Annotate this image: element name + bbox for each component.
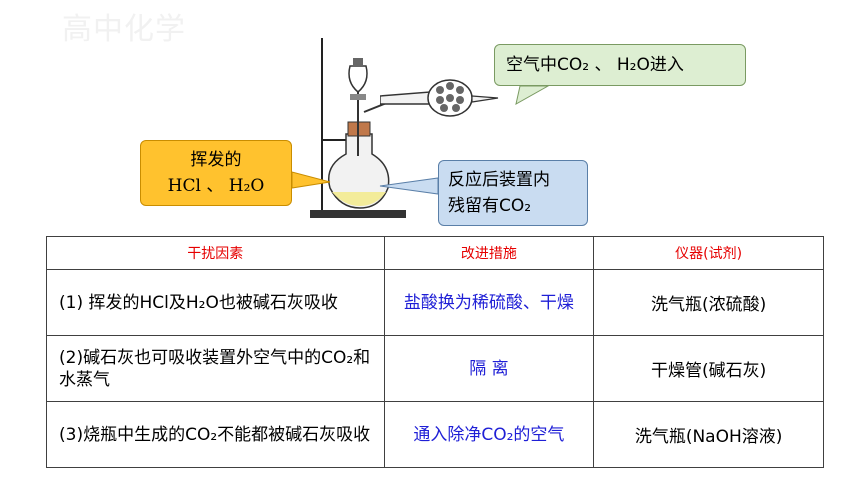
separatory-funnel bbox=[348, 58, 368, 156]
table-header-row: 干扰因素 改进措施 仪器(试剂) bbox=[46, 236, 824, 270]
table-row: (3)烧瓶中生成的CO₂不能都被碱石灰吸收 通入除净CO₂的空气 洗气瓶(NaO… bbox=[46, 401, 824, 468]
callout-volatile-line2: HCl 、 H₂O bbox=[167, 176, 265, 196]
callout-air-entry-text: 空气中CO₂ 、 H₂O进入 bbox=[506, 55, 684, 75]
row-measure: 隔 离 bbox=[383, 335, 595, 402]
row-instrument: 洗气瓶(NaOH溶液) bbox=[593, 401, 824, 468]
callout-air-entry: 空气中CO₂ 、 H₂O进入 bbox=[494, 44, 746, 86]
header-factor: 干扰因素 bbox=[46, 236, 385, 270]
row-factor: (1) 挥发的HCl及H₂O也被碱石灰吸收 bbox=[46, 269, 385, 336]
row-factor: (2)碱石灰也可吸收装置外空气中的CO₂和水蒸气 bbox=[46, 335, 385, 402]
watermark: 高中化学 bbox=[62, 12, 186, 47]
table-row: (2)碱石灰也可吸收装置外空气中的CO₂和水蒸气 隔 离 干燥管(碱石灰) bbox=[46, 335, 824, 402]
row-measure: 通入除净CO₂的空气 bbox=[383, 401, 595, 468]
row-instrument: 洗气瓶(浓硫酸) bbox=[593, 269, 824, 336]
round-bottom-flask bbox=[328, 121, 390, 209]
table-row: (1) 挥发的HCl及H₂O也被碱石灰吸收 盐酸换为稀硫酸、干燥 洗气瓶(浓硫酸… bbox=[46, 269, 824, 336]
callout-residual: 反应后装置内 残留有CO₂ bbox=[438, 160, 588, 226]
row-factor: (3)烧瓶中生成的CO₂不能都被碱石灰吸收 bbox=[46, 401, 385, 468]
row-instrument: 干燥管(碱石灰) bbox=[593, 335, 824, 402]
header-instrument: 仪器(试剂) bbox=[593, 236, 824, 270]
callout-volatile-line1: 挥发的 bbox=[190, 150, 242, 170]
interference-table: 干扰因素 改进措施 仪器(试剂) (1) 挥发的HCl及H₂O也被碱石灰吸收 盐… bbox=[46, 236, 824, 468]
callout-residual-line2: 残留有CO₂ bbox=[448, 196, 532, 216]
header-measure: 改进措施 bbox=[383, 236, 595, 270]
callout-volatile: 挥发的 HCl 、 H₂O bbox=[140, 140, 292, 206]
callout-residual-line1: 反应后装置内 bbox=[448, 170, 550, 190]
row-measure: 盐酸换为稀硫酸、干燥 bbox=[383, 269, 595, 336]
apparatus-diagram bbox=[310, 38, 406, 218]
drying-tube bbox=[380, 79, 499, 117]
